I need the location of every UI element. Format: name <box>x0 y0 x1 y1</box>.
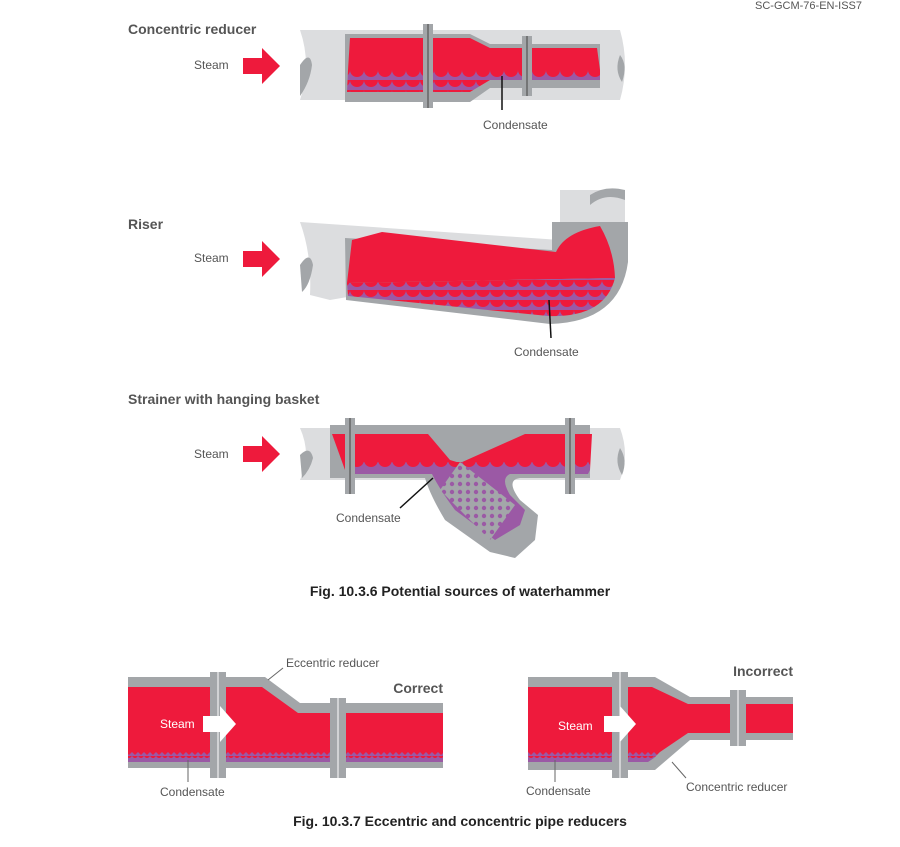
status-correct: Correct <box>393 680 443 696</box>
concentric-reducer-diagram: Concentric reducer Steam Condensate <box>128 21 625 132</box>
steam-arrow-icon <box>243 241 280 277</box>
panel-title: Strainer with hanging basket <box>128 391 320 407</box>
condensate-label: Condensate <box>483 118 548 132</box>
steam-arrow-icon <box>203 706 236 742</box>
condensate-label: Condensate <box>514 345 579 359</box>
riser-diagram: Riser Steam Condensate <box>128 188 628 359</box>
steam-label: Steam <box>194 447 229 461</box>
panel-title: Riser <box>128 216 164 232</box>
steam-arrow-icon <box>243 436 280 472</box>
reducer-label: Concentric reducer <box>686 780 787 794</box>
steam-arrow-icon <box>243 48 280 84</box>
condensate-label: Condensate <box>336 511 401 525</box>
steam-label: Steam <box>194 251 229 265</box>
concentric-reducer-incorrect-diagram: Steam Incorrect Concentric reducer Conde… <box>526 663 793 798</box>
eccentric-reducer-correct-diagram: Steam Correct Eccentric reducer Condensa… <box>128 656 443 799</box>
steam-arrow-icon <box>604 706 636 742</box>
condensate-label: Condensate <box>160 785 225 799</box>
condensate-label: Condensate <box>526 784 591 798</box>
steam-label: Steam <box>194 58 229 72</box>
figure-caption: Fig. 10.3.6 Potential sources of waterha… <box>310 583 611 599</box>
steam-label: Steam <box>558 719 593 733</box>
steam-label: Steam <box>160 717 195 731</box>
status-incorrect: Incorrect <box>733 663 793 679</box>
reducer-label: Eccentric reducer <box>286 656 379 670</box>
panel-title: Concentric reducer <box>128 21 257 37</box>
document-code: SC-GCM-76-EN-ISS7 <box>755 0 862 12</box>
strainer-diagram: Strainer with hanging basket Steam Conde… <box>128 391 625 558</box>
figure-caption: Fig. 10.3.7 Eccentric and concentric pip… <box>293 813 627 829</box>
